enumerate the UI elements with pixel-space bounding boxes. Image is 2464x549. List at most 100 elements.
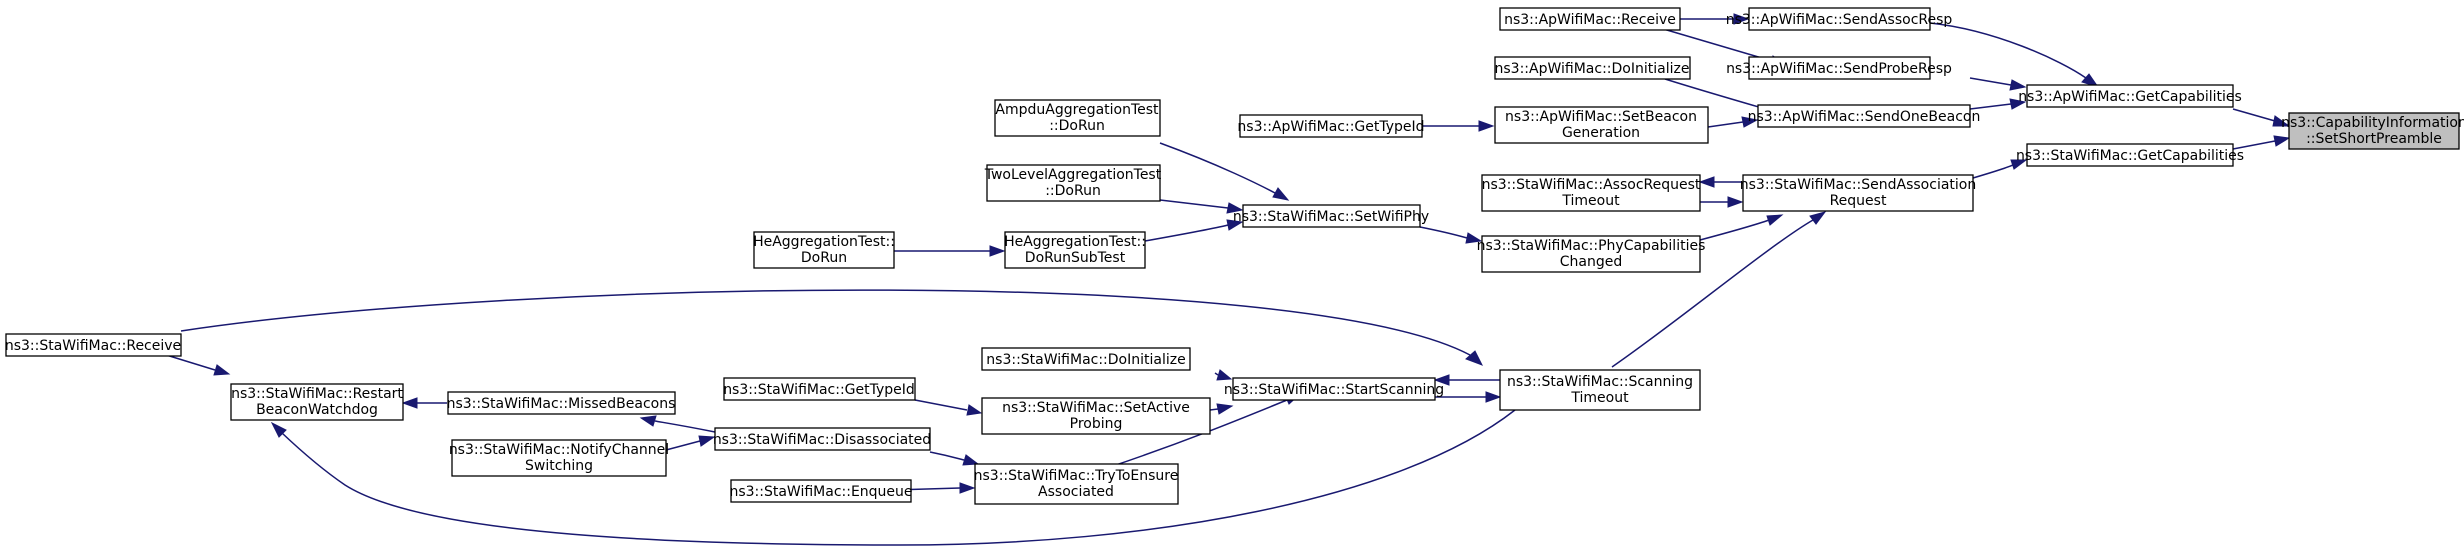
node-ap-send-one-beacon[interactable]: ns3::ApWifiMac::SendOneBeacon (1748, 104, 1981, 128)
node-sta-try-to-ensure-associated[interactable]: ns3::StaWifiMac::TryToEnsure Associated (974, 463, 1179, 505)
svg-text:Switching: Switching (525, 458, 593, 474)
svg-text:ns3::ApWifiMac::SendOneBeacon: ns3::ApWifiMac::SendOneBeacon (1748, 109, 1981, 125)
edge-ap-send-one-beacon-to-ap-get-capabilities (1969, 98, 2027, 110)
edge-sta-scanning-timeout-to-sta-start-scanning (1433, 374, 1500, 386)
node-sta-set-active-probing[interactable]: ns3::StaWifiMac::SetActive Probing (981, 397, 1211, 435)
svg-text:ns3::StaWifiMac::AssocRequest: ns3::StaWifiMac::AssocRequest (1482, 177, 1701, 193)
node-he-aggregation-test[interactable]: HeAggregationTest:: DoRun (753, 231, 895, 269)
svg-text:ns3::StaWifiMac::StartScanning: ns3::StaWifiMac::StartScanning (1224, 382, 1444, 398)
svg-text:ns3::ApWifiMac::DoInitialize: ns3::ApWifiMac::DoInitialize (1495, 61, 1690, 77)
node-sta-notify-channel-switching[interactable]: ns3::StaWifiMac::NotifyChannel Switching (449, 439, 669, 477)
svg-text:HeAggregationTest::: HeAggregationTest:: (1004, 234, 1146, 250)
node-sta-scanning-timeout[interactable]: ns3::StaWifiMac::Scanning Timeout (1499, 369, 1701, 411)
svg-text:DoRunSubTest: DoRunSubTest (1025, 250, 1126, 266)
node-sta-restart-beacon-watchdog[interactable]: ns3::StaWifiMac::Restart BeaconWatchdog (230, 383, 404, 421)
svg-text:::DoRun: ::DoRun (1049, 118, 1105, 134)
svg-text:ns3::StaWifiMac::NotifyChannel: ns3::StaWifiMac::NotifyChannel (449, 442, 669, 458)
node-sta-missed-beacons[interactable]: ns3::StaWifiMac::MissedBeacons (447, 391, 676, 415)
edge-ap-get-capabilities-to-set-short-preamble (2232, 108, 2291, 127)
node-sta-enqueue[interactable]: ns3::StaWifiMac::Enqueue (729, 479, 913, 503)
edge-sta-notify-channel-switching-to-sta-disassociated (665, 435, 716, 451)
svg-text:ns3::StaWifiMac::TryToEnsure: ns3::StaWifiMac::TryToEnsure (974, 468, 1179, 484)
node-ap-receive[interactable]: ns3::ApWifiMac::Receive (1499, 7, 1681, 31)
edge-sta-disassociated-to-sta-missed-beacons (639, 415, 716, 433)
svg-text:ns3::StaWifiMac::Enqueue: ns3::StaWifiMac::Enqueue (729, 484, 912, 500)
svg-text:HeAggregationTest::: HeAggregationTest:: (753, 234, 895, 250)
svg-text:ns3::StaWifiMac::SetActive: ns3::StaWifiMac::SetActive (1002, 400, 1190, 416)
node-sta-phy-capabilities-changed[interactable]: ns3::StaWifiMac::PhyCapabilities Changed (1477, 235, 1706, 273)
svg-text:ns3::StaWifiMac::GetTypeId: ns3::StaWifiMac::GetTypeId (723, 382, 915, 398)
node-ap-set-beacon-generation[interactable]: ns3::ApWifiMac::SetBeacon Generation (1494, 106, 1709, 144)
node-ap-get-type-id[interactable]: ns3::ApWifiMac::GetTypeId (1237, 114, 1425, 138)
node-sta-send-association-request[interactable]: ns3::StaWifiMac::SendAssociation Request (1740, 174, 1976, 212)
svg-text:Associated: Associated (1038, 484, 1114, 500)
node-he-aggregation-test-sub[interactable]: HeAggregationTest:: DoRunSubTest (1004, 231, 1146, 269)
edge-sta-receive-to-sta-scanning-timeout (180, 289, 1484, 366)
edge-ap-set-beacon-generation-to-ap-send-one-beacon (1707, 116, 1759, 128)
node-sta-set-wifi-phy[interactable]: ns3::StaWifiMac::SetWifiPhy (1233, 204, 1429, 228)
node-sta-disassociated[interactable]: ns3::StaWifiMac::Disassociated (713, 427, 931, 451)
node-ap-send-assoc-resp[interactable]: ns3::ApWifiMac::SendAssocResp (1726, 7, 1953, 31)
svg-text:Timeout: Timeout (1570, 390, 1629, 406)
edge-sta-disassociated-to-sta-try-to-ensure-associated (929, 451, 980, 466)
svg-text:ns3::StaWifiMac::Disassociated: ns3::StaWifiMac::Disassociated (713, 432, 931, 448)
svg-text:ns3::StaWifiMac::Restart: ns3::StaWifiMac::Restart (231, 386, 403, 402)
node-two-level-aggregation-test[interactable]: TwoLevelAggregationTest ::DoRun (984, 164, 1162, 202)
node-ampdu-aggregation-test[interactable]: AmpduAggregationTest ::DoRun (994, 99, 1161, 137)
svg-text:AmpduAggregationTest: AmpduAggregationTest (995, 102, 1159, 118)
edge-sta-set-wifi-phy-to-sta-phy-capabilities-changed (1419, 226, 1483, 244)
svg-text:ns3::ApWifiMac::SendProbeResp: ns3::ApWifiMac::SendProbeResp (1726, 61, 1952, 77)
edge-sta-phy-capabilities-changed-to-sta-send-association-request (1699, 214, 1784, 241)
edge-he-aggregation-test-sub-to-sta-set-wifi-phy (1144, 219, 1244, 242)
svg-text:ns3::StaWifiMac::GetCapabiliti: ns3::StaWifiMac::GetCapabilities (2016, 148, 2244, 164)
edge-two-level-aggregation-test-to-sta-set-wifi-phy (1159, 199, 1244, 214)
edge-ampdu-aggregation-test-to-sta-set-wifi-phy (1159, 142, 1290, 201)
svg-text:BeaconWatchdog: BeaconWatchdog (256, 402, 378, 418)
node-sta-get-type-id[interactable]: ns3::StaWifiMac::GetTypeId (723, 377, 916, 401)
edge-sta-get-capabilities-to-set-short-preamble (2232, 135, 2291, 150)
svg-text:ns3::StaWifiMac::DoInitialize: ns3::StaWifiMac::DoInitialize (986, 352, 1185, 368)
svg-text:Probing: Probing (1070, 416, 1123, 432)
node-sta-get-capabilities[interactable]: ns3::StaWifiMac::GetCapabilities (2016, 143, 2244, 167)
svg-text:ns3::CapabilityInformation: ns3::CapabilityInformation (2281, 115, 2464, 131)
edge-ap-send-probe-resp-to-ap-get-capabilities (1969, 77, 2027, 91)
svg-text:ns3::ApWifiMac::SendAssocResp: ns3::ApWifiMac::SendAssocResp (1726, 12, 1953, 28)
edge-sta-get-type-id-to-sta-set-active-probing (914, 399, 983, 416)
svg-text:Timeout: Timeout (1561, 193, 1620, 209)
node-sta-do-initialize[interactable]: ns3::StaWifiMac::DoInitialize (981, 347, 1191, 371)
node-ap-get-capabilities[interactable]: ns3::ApWifiMac::GetCapabilities (2018, 84, 2242, 108)
edge-ap-receive-to-ap-send-assoc-resp (1680, 13, 1750, 25)
edge-sta-start-scanning-to-sta-scanning-timeout (1435, 391, 1502, 403)
svg-text:ns3::StaWifiMac::SetWifiPhy: ns3::StaWifiMac::SetWifiPhy (1233, 209, 1429, 225)
edge-sta-set-active-probing-to-sta-start-scanning (1209, 403, 1234, 415)
node-set-short-preamble[interactable]: ns3::CapabilityInformation ::SetShortPre… (2281, 112, 2464, 150)
edge-ap-send-assoc-resp-to-ap-get-capabilities (1929, 22, 2100, 88)
edge-sta-send-association-request-to-sta-assoc-request-timeout (1698, 176, 1742, 188)
edge-ap-get-type-id-to-ap-set-beacon-generation (1422, 120, 1495, 132)
svg-text:TwoLevelAggregationTest: TwoLevelAggregationTest (984, 167, 1162, 183)
edge-sta-missed-beacons-to-sta-restart-beacon-watchdog (401, 397, 447, 409)
edge-sta-do-initialize-to-sta-start-scanning (1214, 369, 1233, 381)
svg-text:ns3::ApWifiMac::Receive: ns3::ApWifiMac::Receive (1504, 12, 1676, 28)
edge-sta-scanning-timeout-to-sta-restart-beacon-watchdog (270, 409, 1516, 546)
svg-text:Generation: Generation (1562, 125, 1640, 141)
node-sta-start-scanning[interactable]: ns3::StaWifiMac::StartScanning (1224, 377, 1444, 401)
node-ap-send-probe-resp[interactable]: ns3::ApWifiMac::SendProbeResp (1726, 56, 1952, 80)
svg-text:Request: Request (1830, 193, 1887, 209)
node-sta-assoc-request-timeout[interactable]: ns3::StaWifiMac::AssocRequest Timeout (1481, 174, 1701, 212)
svg-text:ns3::ApWifiMac::SetBeacon: ns3::ApWifiMac::SetBeacon (1505, 109, 1697, 125)
svg-text:ns3::StaWifiMac::Receive: ns3::StaWifiMac::Receive (5, 338, 181, 354)
svg-text:Changed: Changed (1560, 254, 1623, 270)
edge-sta-scanning-timeout-to-sta-send-association-request (1611, 211, 1827, 368)
edge-sta-assoc-request-timeout-to-sta-send-association-request (1700, 196, 1744, 208)
edge-sta-send-association-request-to-sta-get-capabilities (1972, 159, 2028, 179)
node-sta-receive[interactable]: ns3::StaWifiMac::Receive (5, 333, 182, 357)
node-ap-do-initialize[interactable]: ns3::ApWifiMac::DoInitialize (1494, 56, 1691, 80)
svg-text:ns3::ApWifiMac::GetCapabilitie: ns3::ApWifiMac::GetCapabilities (2018, 89, 2242, 105)
svg-text:ns3::StaWifiMac::Scanning: ns3::StaWifiMac::Scanning (1507, 374, 1693, 390)
svg-text:DoRun: DoRun (801, 250, 847, 266)
svg-text:ns3::StaWifiMac::PhyCapabiliti: ns3::StaWifiMac::PhyCapabilities (1477, 238, 1706, 254)
svg-text:ns3::StaWifiMac::MissedBeacons: ns3::StaWifiMac::MissedBeacons (447, 396, 676, 412)
svg-text:ns3::StaWifiMac::SendAssociati: ns3::StaWifiMac::SendAssociation (1740, 177, 1976, 193)
